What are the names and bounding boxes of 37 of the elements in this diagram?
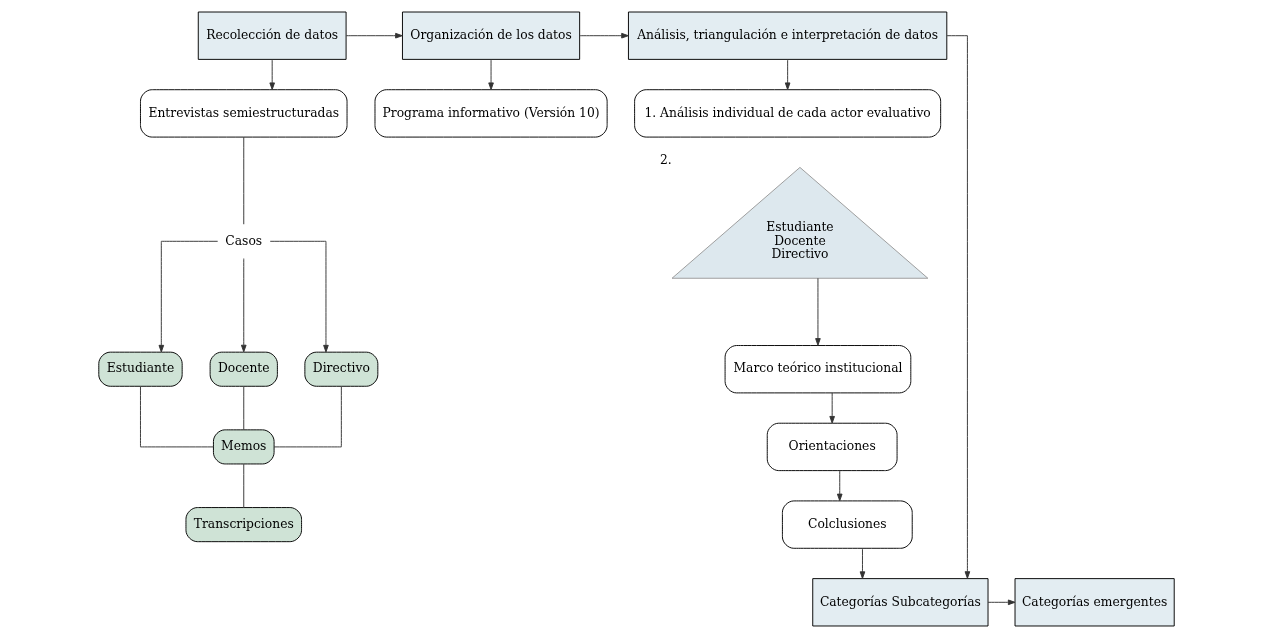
arrow xyxy=(828,392,835,424)
node-box: Recolección de datos xyxy=(197,11,347,60)
node-label: 2. xyxy=(659,152,672,167)
arrow xyxy=(240,258,247,353)
node-box: Docente xyxy=(209,351,278,387)
arrow xyxy=(268,58,275,90)
node-box: Organización de los datos xyxy=(401,11,580,60)
arrow xyxy=(836,470,843,502)
node-box: Marco teórico institucional xyxy=(724,345,911,394)
arrow xyxy=(158,240,218,353)
node-text: Casos xyxy=(224,233,262,248)
node-box: Estudiante xyxy=(97,351,183,387)
node-box: Colclusiones xyxy=(781,500,913,549)
arrow xyxy=(269,240,329,353)
node-box: Programa informativo (Versión 10) xyxy=(374,89,608,138)
arrow xyxy=(859,547,865,579)
node-box: Análisis, triangulación e interpretación de datos xyxy=(627,11,947,60)
node-box: Transcripciones xyxy=(185,507,302,543)
node-box: 1. Análisis individual de cada actor evaluativo xyxy=(633,89,941,138)
arrow xyxy=(784,58,790,90)
node-box: Entrevistas semiestructuradas xyxy=(139,89,347,138)
arrow xyxy=(487,58,494,90)
arrow xyxy=(345,32,403,39)
connector xyxy=(273,386,342,448)
node-box: Directivo xyxy=(303,351,378,387)
arrow xyxy=(579,32,629,39)
arrow xyxy=(814,277,821,346)
connector xyxy=(242,136,244,225)
arrow xyxy=(987,599,1015,606)
node-box: Categorías Subcategorías xyxy=(811,578,988,627)
connector xyxy=(139,386,214,448)
connector xyxy=(242,463,244,508)
connector xyxy=(242,386,244,431)
node-box: Memos xyxy=(212,429,275,465)
arrow xyxy=(946,35,970,579)
node-box: Categorías emergentes xyxy=(1014,578,1175,627)
node-box: Orientaciones xyxy=(766,422,898,472)
